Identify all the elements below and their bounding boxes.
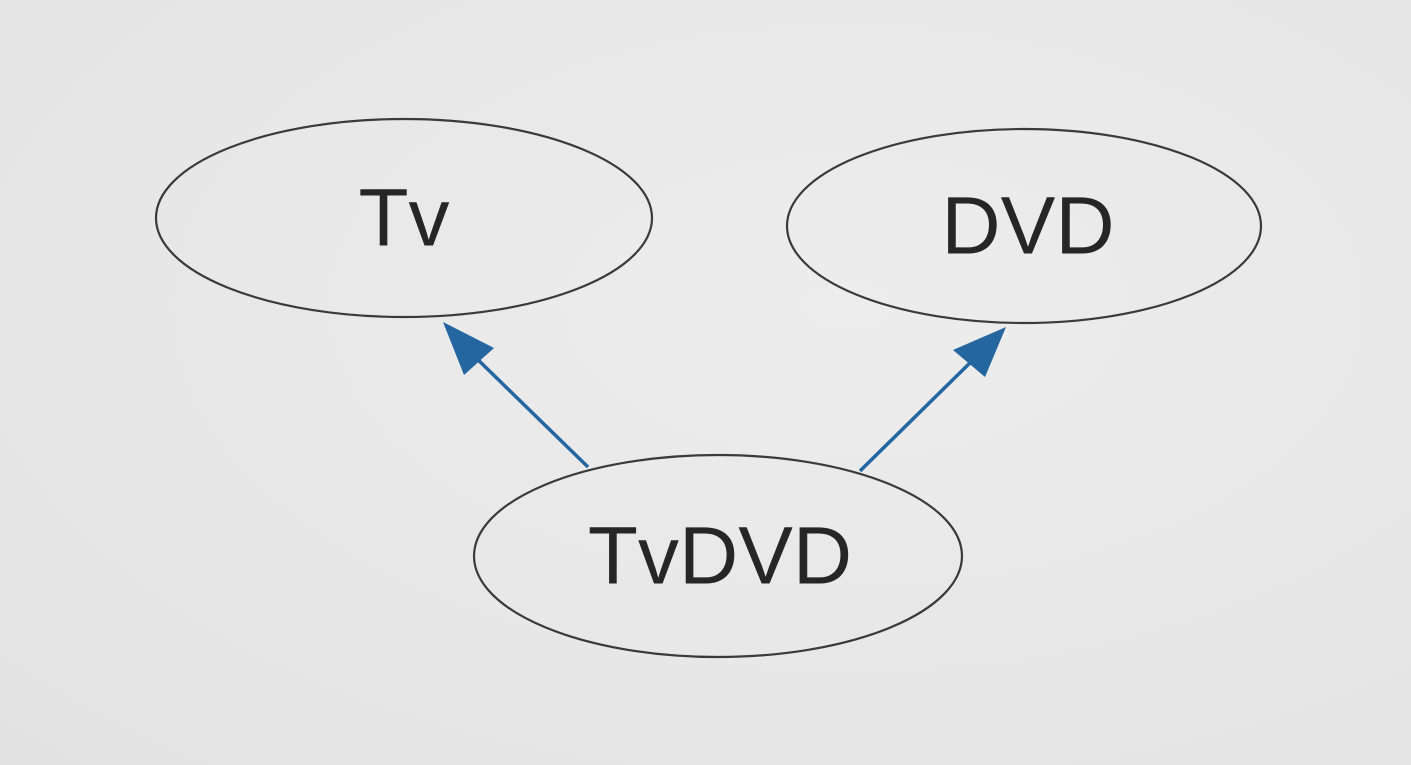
- edge-line-tvdvd-tv: [468, 350, 590, 469]
- node-dvd-label: DVD: [941, 181, 1114, 272]
- arrowhead-dvd: [953, 327, 1006, 377]
- node-dvd[interactable]: DVD: [785, 127, 1263, 325]
- node-tv-label: Tv: [358, 173, 449, 264]
- node-tvdvd[interactable]: TvDVD: [472, 453, 964, 659]
- node-tv-ellipse: [154, 117, 654, 319]
- node-tvdvd-label: TvDVD: [588, 511, 852, 602]
- arrowhead-tv: [443, 322, 494, 375]
- edge-tvdvd-to-tv: [443, 322, 590, 469]
- edge-tvdvd-to-dvd: [858, 327, 1006, 473]
- node-tvdvd-ellipse: [472, 453, 964, 659]
- node-dvd-ellipse: [785, 127, 1263, 325]
- edge-line-tvdvd-dvd: [858, 353, 980, 473]
- node-tv[interactable]: Tv: [154, 117, 654, 319]
